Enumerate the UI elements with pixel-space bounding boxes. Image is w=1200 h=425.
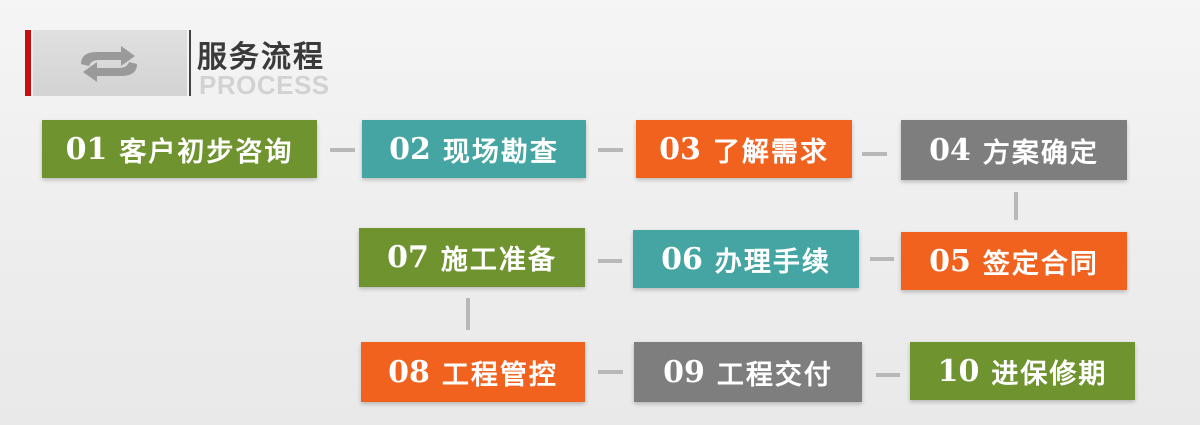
step-09: 09 工程交付 — [634, 342, 862, 402]
step-label: 签定合同 — [982, 248, 1099, 280]
step-label: 方案确定 — [982, 137, 1099, 169]
step-08: 08 工程管控 — [361, 342, 585, 402]
step-number: 07 — [387, 240, 429, 275]
step-02: 02 现场勘查 — [362, 120, 586, 178]
step-label: 施工准备 — [440, 245, 557, 276]
step-05: 05 签定合同 — [901, 232, 1127, 290]
step-label: 进保修期 — [991, 358, 1108, 390]
step-label: 现场勘查 — [442, 136, 559, 168]
accent-bar — [25, 30, 31, 96]
connector-03-04 — [862, 152, 887, 156]
section-title: 服务流程 — [197, 40, 325, 75]
connector-02-03 — [598, 148, 623, 152]
step-label: 客户初步咨询 — [119, 136, 294, 168]
connector-07-06 — [598, 259, 622, 263]
step-01: 01 客户初步咨询 — [42, 120, 317, 178]
step-number: 08 — [388, 354, 430, 390]
step-04: 04 方案确定 — [901, 120, 1127, 180]
section-header: 服务流程 PROCESS — [25, 30, 329, 100]
step-number: 09 — [663, 354, 705, 390]
step-07: 07 施工准备 — [359, 228, 585, 287]
connector-09-10 — [876, 373, 900, 377]
step-number: 04 — [929, 132, 971, 168]
step-number: 02 — [389, 131, 431, 167]
step-number: 03 — [659, 131, 701, 167]
step-06: 06 办理手续 — [633, 230, 859, 288]
step-label: 了解需求 — [712, 136, 829, 168]
refresh-arrows-icon — [81, 46, 137, 82]
section-subtitle: PROCESS — [199, 70, 330, 100]
step-10: 10 进保修期 — [910, 342, 1135, 400]
step-label: 工程交付 — [716, 359, 833, 391]
step-number: 10 — [937, 353, 980, 389]
step-number: 01 — [65, 131, 108, 167]
step-number: 06 — [661, 241, 703, 277]
connector-07-08 — [466, 298, 470, 330]
connector-08-09 — [598, 370, 623, 374]
connector-01-02 — [330, 148, 355, 152]
connector-04-05 — [1014, 192, 1018, 220]
step-label: 工程管控 — [441, 359, 558, 391]
header-separator — [189, 30, 191, 96]
header-logo — [33, 30, 187, 96]
step-label: 办理手续 — [714, 246, 831, 278]
step-number: 05 — [929, 243, 971, 279]
step-03: 03 了解需求 — [636, 120, 852, 178]
connector-06-05 — [870, 257, 894, 261]
